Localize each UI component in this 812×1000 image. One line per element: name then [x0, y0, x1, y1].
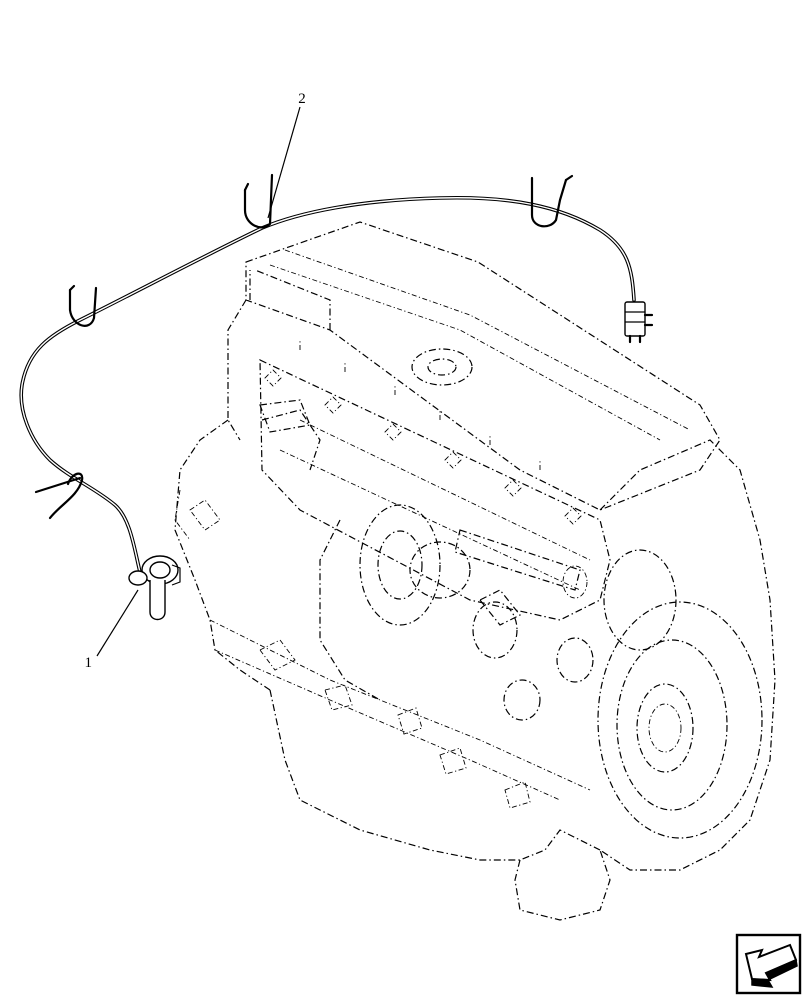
block-heater-sensor: [128, 555, 181, 621]
harness-clip-left: [68, 284, 98, 327]
wiring-harness: [19, 195, 636, 582]
callout-1-label: 1: [85, 655, 93, 671]
engine-outline: [174, 221, 776, 921]
callout-2: 2: [267, 91, 306, 219]
harness-connector: [624, 301, 654, 344]
callout-2-label: 2: [298, 91, 306, 107]
callout-1: 1: [85, 589, 139, 671]
harness-clip-top-right: [530, 174, 574, 228]
harness-clip-top-left: [243, 173, 274, 229]
harness-clip-lower-left: [34, 472, 84, 520]
arrow-bottom-left-icon[interactable]: [735, 933, 802, 995]
